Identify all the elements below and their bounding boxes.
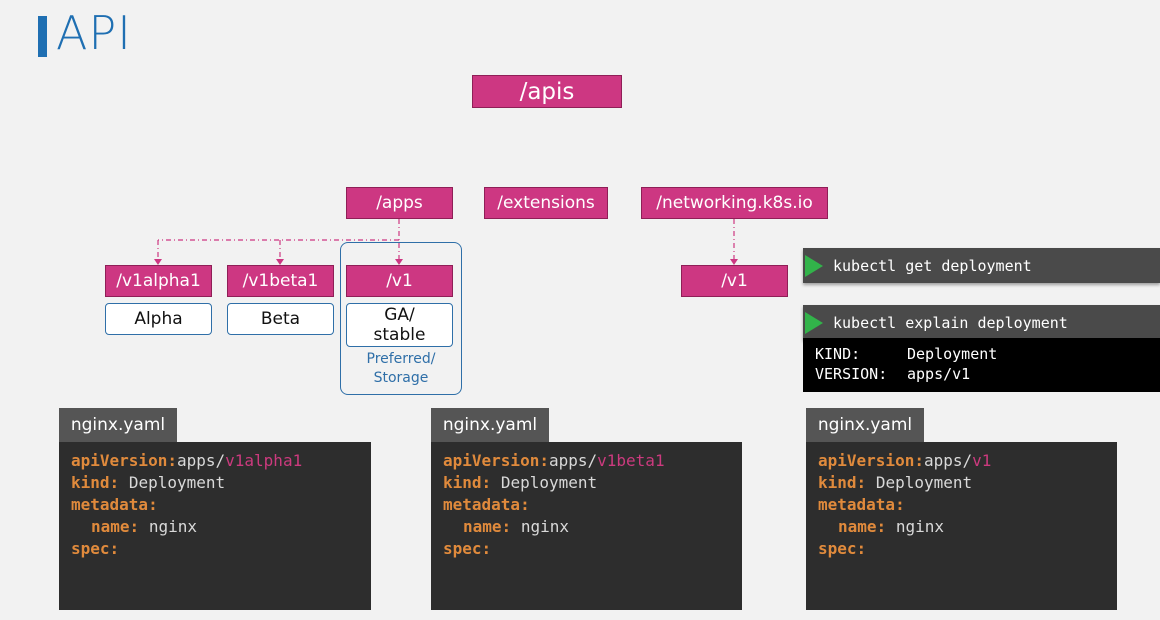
explain-output: KIND: Deployment VERSION: apps/v1 <box>803 338 1160 392</box>
yaml-line-name: name: nginx <box>463 517 569 536</box>
yaml-line-metadata: metadata: <box>818 495 905 514</box>
alpha-stage-label: Alpha <box>105 303 212 335</box>
output-value: Deployment <box>907 345 998 363</box>
extensions-group-node: /extensions <box>484 187 608 219</box>
output-row-kind: KIND: Deployment <box>815 344 1148 364</box>
play-icon <box>805 311 823 334</box>
api-version-value: v1 <box>972 451 992 470</box>
yaml-code-panel: apiVersion:apps/v1beta1 kind: Deployment… <box>431 442 742 610</box>
yaml-line-api: apiVersion:apps/v1 <box>818 451 992 470</box>
title-accent-bar <box>38 16 47 57</box>
arrowhead <box>730 259 738 265</box>
output-key: VERSION: <box>815 365 888 383</box>
yaml-file-tab: nginx.yaml <box>431 408 549 442</box>
yaml-file-tab: nginx.yaml <box>59 408 177 442</box>
yaml-line-spec: spec: <box>71 539 120 558</box>
yaml-line-kind: kind: Deployment <box>818 473 973 492</box>
output-row-version: VERSION: apps/v1 <box>815 364 1148 384</box>
yaml-line-kind: kind: Deployment <box>443 473 598 492</box>
yaml-line-metadata: metadata: <box>71 495 158 514</box>
yaml-line-name: name: nginx <box>91 517 197 536</box>
apps-group-node: /apps <box>346 187 453 219</box>
preferred-storage-box <box>340 242 462 395</box>
slide-title: API <box>56 6 132 60</box>
yaml-line-spec: spec: <box>443 539 492 558</box>
v1beta1-node: /v1beta1 <box>227 265 334 297</box>
preferred-storage-caption: Preferred/ Storage <box>366 351 436 386</box>
play-icon <box>805 254 823 277</box>
yaml-file-tab: nginx.yaml <box>806 408 924 442</box>
api-version-value: v1beta1 <box>597 451 665 470</box>
api-version-value: v1alpha1 <box>225 451 303 470</box>
kubectl-explain-command: kubectl explain deployment <box>833 313 1068 332</box>
apps-v1-node: /v1 <box>346 265 453 297</box>
networking-group-node: /networking.k8s.io <box>641 187 828 219</box>
apis-root-node: /apis <box>472 75 622 108</box>
yaml-code-panel: apiVersion:apps/v1alpha1 kind: Deploymen… <box>59 442 371 610</box>
arrowhead <box>395 259 403 265</box>
beta-stage-label: Beta <box>227 303 334 335</box>
yaml-line-api: apiVersion:apps/v1beta1 <box>443 451 665 470</box>
kubectl-get-command: kubectl get deployment <box>833 256 1032 275</box>
yaml-code-panel: apiVersion:apps/v1 kind: Deployment meta… <box>806 442 1117 610</box>
output-value: apps/v1 <box>907 365 971 383</box>
yaml-line-api: apiVersion:apps/v1alpha1 <box>71 451 303 470</box>
kubectl-explain-command-bar: kubectl explain deployment <box>803 305 1160 340</box>
ga-stable-stage-label: GA/ stable <box>346 303 453 347</box>
yaml-line-name: name: nginx <box>838 517 944 536</box>
networking-v1-node: /v1 <box>681 265 788 297</box>
v1alpha1-node: /v1alpha1 <box>105 265 212 297</box>
output-key: KIND: <box>815 345 861 363</box>
arrowhead <box>276 259 284 265</box>
arrowhead <box>154 259 162 265</box>
yaml-line-spec: spec: <box>818 539 867 558</box>
yaml-line-kind: kind: Deployment <box>71 473 226 492</box>
kubectl-get-command-bar: kubectl get deployment <box>803 248 1160 283</box>
yaml-line-metadata: metadata: <box>443 495 530 514</box>
